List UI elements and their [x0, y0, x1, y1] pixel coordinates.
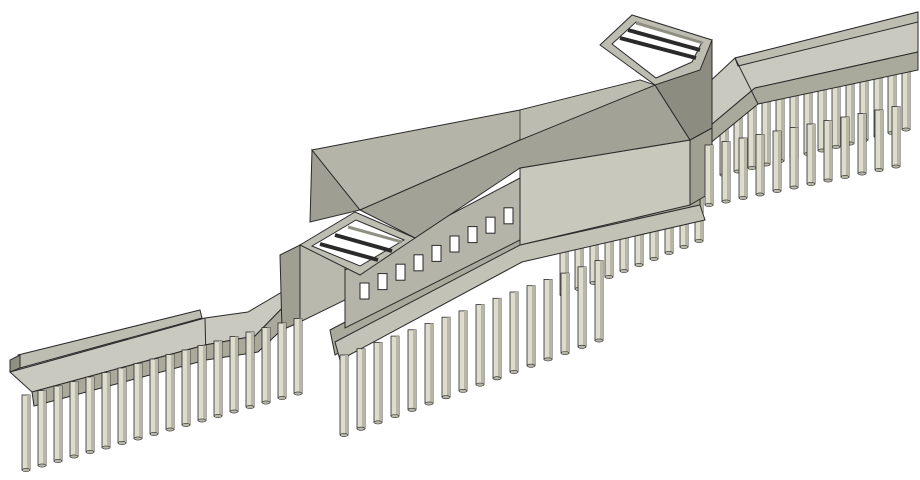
pile: [165, 354, 175, 432]
pile: [21, 394, 31, 472]
pile: [407, 329, 417, 412]
pile: [149, 358, 159, 436]
window-opening: [449, 235, 460, 253]
station-roof: [309, 38, 713, 239]
window-opening: [413, 254, 424, 272]
pile: [594, 260, 604, 343]
pile: [543, 278, 553, 362]
pile: [277, 322, 287, 400]
pile: [823, 120, 833, 183]
pile: [390, 335, 400, 419]
window-opening: [503, 207, 514, 225]
pile: [117, 367, 127, 445]
right-deck-joint: [734, 57, 759, 105]
pile: [475, 304, 485, 387]
pile: [738, 137, 748, 200]
pile-group-back: [559, 54, 911, 297]
pile: [37, 390, 47, 468]
pile: [492, 297, 502, 381]
pile: [293, 318, 303, 396]
pile: [721, 141, 731, 204]
pile: [509, 291, 519, 374]
pile: [85, 376, 95, 454]
pile: [755, 134, 765, 197]
pile: [261, 327, 271, 405]
pile: [526, 285, 536, 368]
pile: [424, 323, 434, 406]
left-parapet-end: [9, 354, 21, 373]
pile: [874, 109, 884, 172]
pile: [704, 144, 714, 207]
pile: [213, 340, 223, 418]
pile: [197, 345, 207, 423]
pile: [133, 363, 143, 441]
pile: [577, 266, 587, 349]
pile: [772, 130, 782, 193]
pile: [69, 381, 79, 459]
window-opening: [467, 226, 478, 244]
pile: [181, 349, 191, 427]
window-opening: [395, 263, 406, 281]
pile: [789, 127, 799, 190]
window-opening: [485, 216, 496, 234]
pile-group-front: [21, 106, 901, 472]
window-opening: [377, 273, 388, 291]
pile: [101, 372, 111, 450]
window-openings: [359, 207, 514, 300]
pile: [373, 341, 383, 425]
window-wall: [344, 177, 521, 329]
pile: [840, 116, 850, 179]
pile: [806, 123, 816, 186]
frame-bay-east: [599, 14, 713, 86]
pile: [441, 316, 451, 400]
pile: [356, 348, 366, 431]
pile: [560, 272, 570, 356]
pile: [53, 385, 63, 463]
frame-bay-west: [298, 211, 417, 276]
pile: [245, 331, 255, 409]
pile: [857, 113, 867, 176]
pile: [229, 336, 239, 414]
right-parapet: [734, 11, 919, 67]
west-block-wall: [279, 244, 301, 331]
pile: [458, 310, 468, 393]
pile: [339, 354, 349, 437]
pile: [891, 106, 901, 169]
window-opening: [359, 282, 370, 300]
window-opening: [431, 244, 442, 262]
